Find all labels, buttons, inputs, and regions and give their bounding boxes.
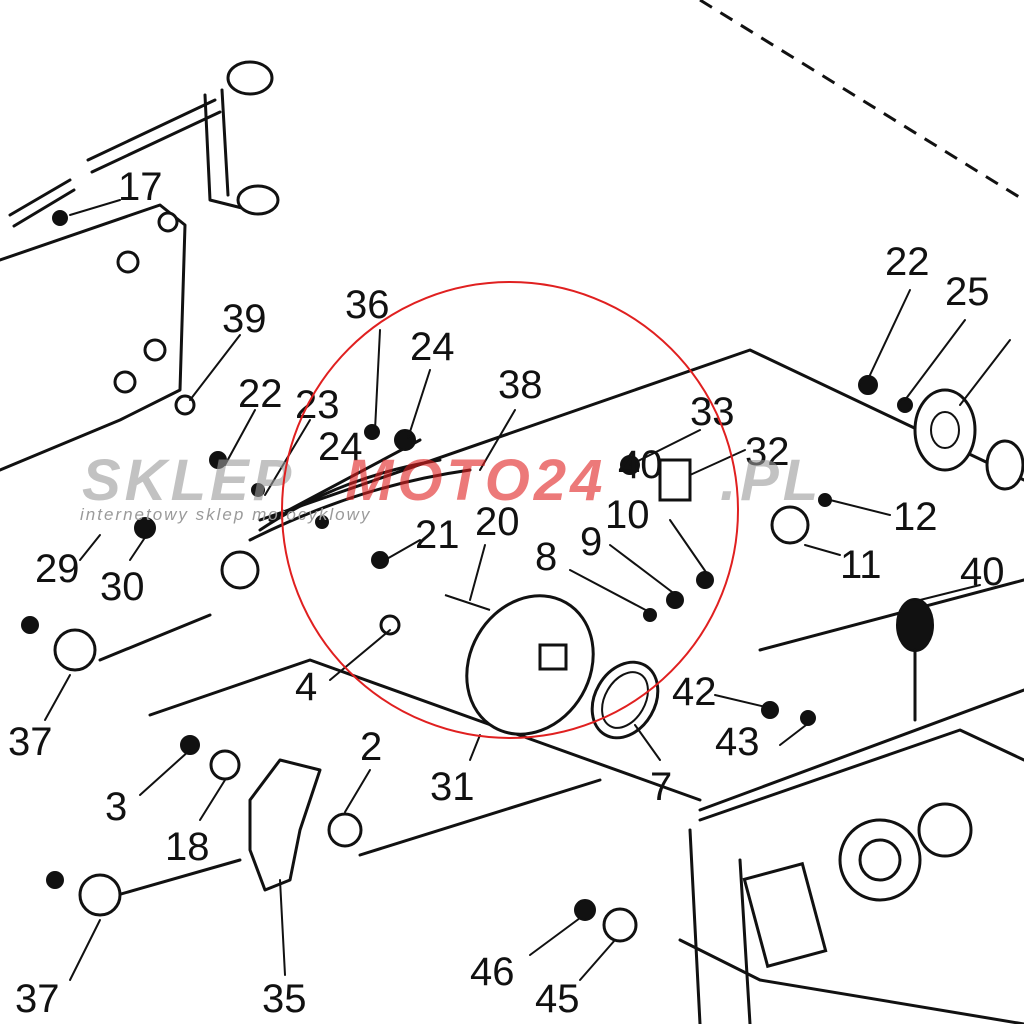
dashed-outline [699,0,1024,202]
watermark: SKLEP MOTO24 .PL internetowy sklep motoc… [80,448,818,524]
knob [896,598,934,652]
part-label: 24 [318,425,363,469]
part-label: 33 [690,390,735,434]
part-label: 9 [580,520,602,564]
part-label: 10 [605,493,650,537]
part-label: 4 [295,665,317,709]
part-label: 40 [960,550,1005,594]
part-labels: 17 39 36 24 38 22 23 24 21 20 33 32 40 1… [8,165,1005,1021]
part-label: 24 [410,325,455,369]
part-label: 18 [165,825,210,869]
part-label: 7 [650,765,672,809]
fasteners [21,210,913,943]
part-label: 30 [100,565,145,609]
part-label: 2 [360,725,382,769]
part-label: 43 [715,720,760,764]
part-label: 23 [295,383,340,427]
part-label: 3 [105,785,127,829]
part-label: 38 [498,363,543,407]
part-label: 31 [430,765,475,809]
part-label: 37 [8,720,53,764]
part-label: 17 [118,165,163,209]
part-label: 45 [535,977,580,1021]
part-label: 29 [35,547,80,591]
watermark-brand-left: SKLEP [82,448,295,513]
housing [698,728,1024,969]
part-label: 20 [475,500,520,544]
part-label: 36 [345,283,390,327]
part-label: 11 [840,543,882,587]
part-label: 12 [893,495,938,539]
part-label: 40 [618,443,663,487]
stator-assembly [465,594,595,736]
rod-assembly [8,60,280,228]
pulley-disc [913,388,977,472]
watermark-brand-right: MOTO24 [345,448,606,513]
part-label: 22 [885,240,930,284]
highlight-circle [281,281,739,739]
part-label: 25 [945,270,990,314]
gasket [590,660,660,740]
part-label: 8 [535,535,557,579]
leader-lines [44,199,1011,981]
part-label: 32 [745,430,790,474]
part-label: 21 [415,513,460,557]
part-label: 22 [238,372,283,416]
cover-plate [0,203,187,472]
part-label: 42 [672,670,717,714]
watermark-tagline: internetowy sklep motocyklowy [80,505,371,524]
part-label: 35 [262,977,307,1021]
part-label: 37 [15,977,60,1021]
part-label: 39 [222,297,267,341]
part-label: 46 [470,950,515,994]
bracket [248,758,322,892]
